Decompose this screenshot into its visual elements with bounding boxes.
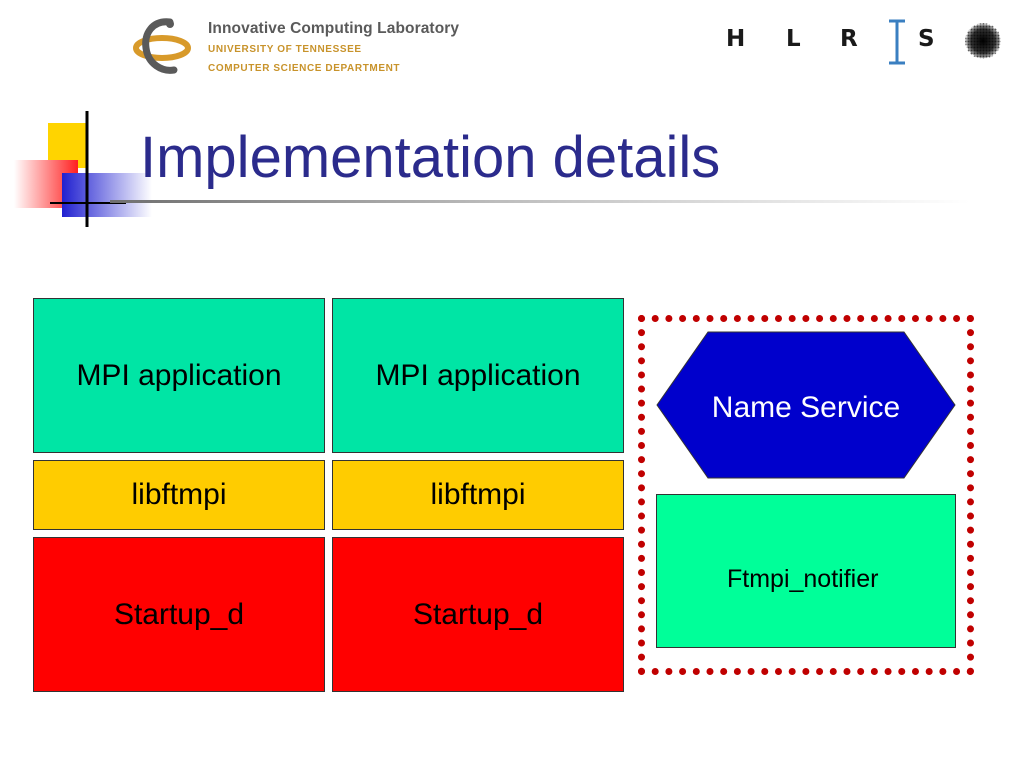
mpi-application-box-1: MPI application bbox=[33, 298, 325, 453]
hlrs-letter-l: L bbox=[786, 26, 801, 52]
libftmpi-label-2: libftmpi bbox=[430, 478, 526, 511]
libftmpi-box-2: libftmpi bbox=[332, 460, 624, 530]
hlrs-letter-h: H bbox=[726, 26, 746, 52]
startup-d-box-2: Startup_d bbox=[332, 537, 624, 692]
hlrs-bar-icon bbox=[889, 19, 905, 65]
department-name: COMPUTER SCIENCE DEPARTMENT bbox=[208, 63, 401, 74]
mpi-application-label-1: MPI application bbox=[76, 358, 282, 392]
name-service-label: Name Service bbox=[712, 391, 900, 424]
ftmpi-notifier-label: Ftmpi_notifier bbox=[727, 565, 879, 593]
hlrs-logo: H L R S bbox=[722, 16, 1004, 68]
mpi-application-box-2: MPI application bbox=[332, 298, 624, 453]
title-divider bbox=[110, 200, 970, 203]
hlrs-dotted-globe-icon bbox=[965, 23, 1001, 59]
icl-emblem-icon bbox=[133, 18, 191, 74]
title-decoration-icon bbox=[14, 111, 152, 227]
org-name: Innovative Computing Laboratory bbox=[208, 20, 460, 37]
ftmpi-notifier-box: Ftmpi_notifier bbox=[656, 494, 956, 648]
startup-d-label-1: Startup_d bbox=[113, 597, 245, 631]
libftmpi-label-1: libftmpi bbox=[131, 478, 227, 511]
startup-d-label-2: Startup_d bbox=[412, 597, 544, 631]
page-title: Implementation details bbox=[140, 125, 721, 190]
mpi-application-label-2: MPI application bbox=[375, 358, 581, 392]
libftmpi-box-1: libftmpi bbox=[33, 460, 325, 530]
university-name: UNIVERSITY OF TENNESSEE bbox=[208, 44, 362, 55]
service-group-frame bbox=[638, 315, 974, 675]
hlrs-letter-r: R bbox=[840, 26, 858, 52]
icl-logo: Innovative Computing Laboratory UNIVERSI… bbox=[130, 14, 470, 80]
startup-d-box-1: Startup_d bbox=[33, 537, 325, 692]
name-service-hexagon: Name Service bbox=[656, 331, 956, 479]
hlrs-letter-s: S bbox=[918, 26, 935, 52]
